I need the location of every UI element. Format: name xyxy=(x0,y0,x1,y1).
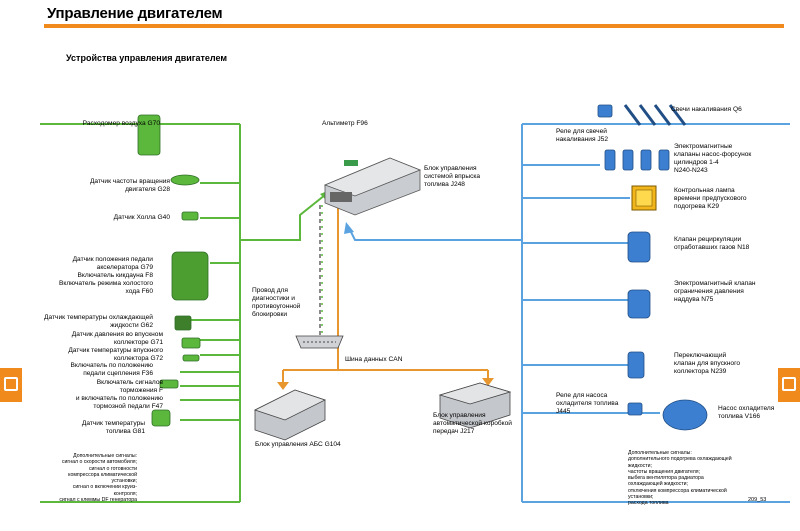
actuator-extra-signals: Дополнительные сигналы: дополнительного … xyxy=(628,450,732,507)
diagnostic-line xyxy=(319,205,323,335)
actuator-label-glow-plugs: Свечи накаливания Q6 xyxy=(671,106,742,113)
abs-unit-label: Блок управления АБС G104 xyxy=(255,441,341,448)
sensor-label-maf: Расходомер воздуха G70 xyxy=(82,120,160,127)
diagnostic-connector xyxy=(295,335,344,349)
actuator-label-egr: Клапан рециркуляции отработавших газов N… xyxy=(674,236,750,251)
actuator-label-injectors: Электромагнитные клапаны насос-форсунок … xyxy=(674,143,752,174)
page-title: Управление двигателем xyxy=(47,5,223,22)
sensor-label-fuel-temp: Датчик температуры топлива G81 xyxy=(81,420,145,435)
sensor-lines xyxy=(40,123,326,503)
page-subtitle: Устройства управления двигателем xyxy=(66,53,228,63)
warning-lamp-graphic xyxy=(631,185,657,211)
actuator-label-intake-flap: Переключающий клапан для впускного колле… xyxy=(674,352,740,375)
ecu-label: Блок управления системой впрыска топлива… xyxy=(424,165,481,188)
sensor-label-intake-temp: Датчик температуры впускного коллектора … xyxy=(68,347,163,362)
actuator-label-pump: Насос охладителя топлива V166 xyxy=(718,405,775,420)
sensor-label-clutch: Включатель по положению педали сцепления… xyxy=(70,362,154,377)
can-arrow-abs xyxy=(277,382,289,390)
engine-icon xyxy=(4,377,18,391)
sensor-label-brake: Включатель сигналов торможения F и включ… xyxy=(75,379,163,410)
actuator-label-pump-relay: Реле для насоса охладителя топлива J445 xyxy=(556,392,619,415)
title-underline xyxy=(44,24,784,28)
altimeter-label: Альтиметр F96 xyxy=(322,120,368,127)
gearbox-unit-label: Блок управления автоматической коробкой … xyxy=(433,412,512,435)
sensor-extra-signals: Дополнительные сигналы: сигнал о скорост… xyxy=(59,453,137,504)
left-page-tab[interactable] xyxy=(0,368,22,402)
engine-icon xyxy=(782,377,796,391)
can-bus-label: Шина данных CAN xyxy=(345,356,403,363)
abs-graphic xyxy=(253,389,327,441)
actuator-lines xyxy=(349,123,790,503)
actuator-label-boost-valve: Электромагнитный клапан ограничения давл… xyxy=(674,280,756,303)
sensor-label-rpm: Датчик частоты вращения двигателя G28 xyxy=(89,178,170,193)
actuator-label-glow-relay: Реле для свечей накаливания J52 xyxy=(556,128,608,143)
gearbox-graphic xyxy=(438,382,512,429)
sensor-label-coolant: Датчик температуры охлаждающей жидкости … xyxy=(44,314,153,329)
actuator-arrow xyxy=(344,222,354,234)
right-page-tab[interactable] xyxy=(778,368,800,402)
figure-code: 209_53 xyxy=(748,497,767,503)
actuator-graphics xyxy=(597,104,708,431)
can-arrow-gearbox xyxy=(482,378,494,386)
ecu-graphic xyxy=(323,157,422,216)
sensor-label-pedal: Датчик положения педали акселератора G79… xyxy=(58,256,153,295)
sensor-label-boost: Датчик давления во впускном коллекторе G… xyxy=(71,331,163,346)
sensor-graphics xyxy=(137,114,209,427)
diagnostic-wire-label: Провод для диагностики и противоугонной … xyxy=(252,287,301,318)
actuator-label-lamp: Контрольная лампа времени предпускового … xyxy=(674,187,747,210)
sensor-label-hall: Датчик Холла G40 xyxy=(113,214,170,221)
